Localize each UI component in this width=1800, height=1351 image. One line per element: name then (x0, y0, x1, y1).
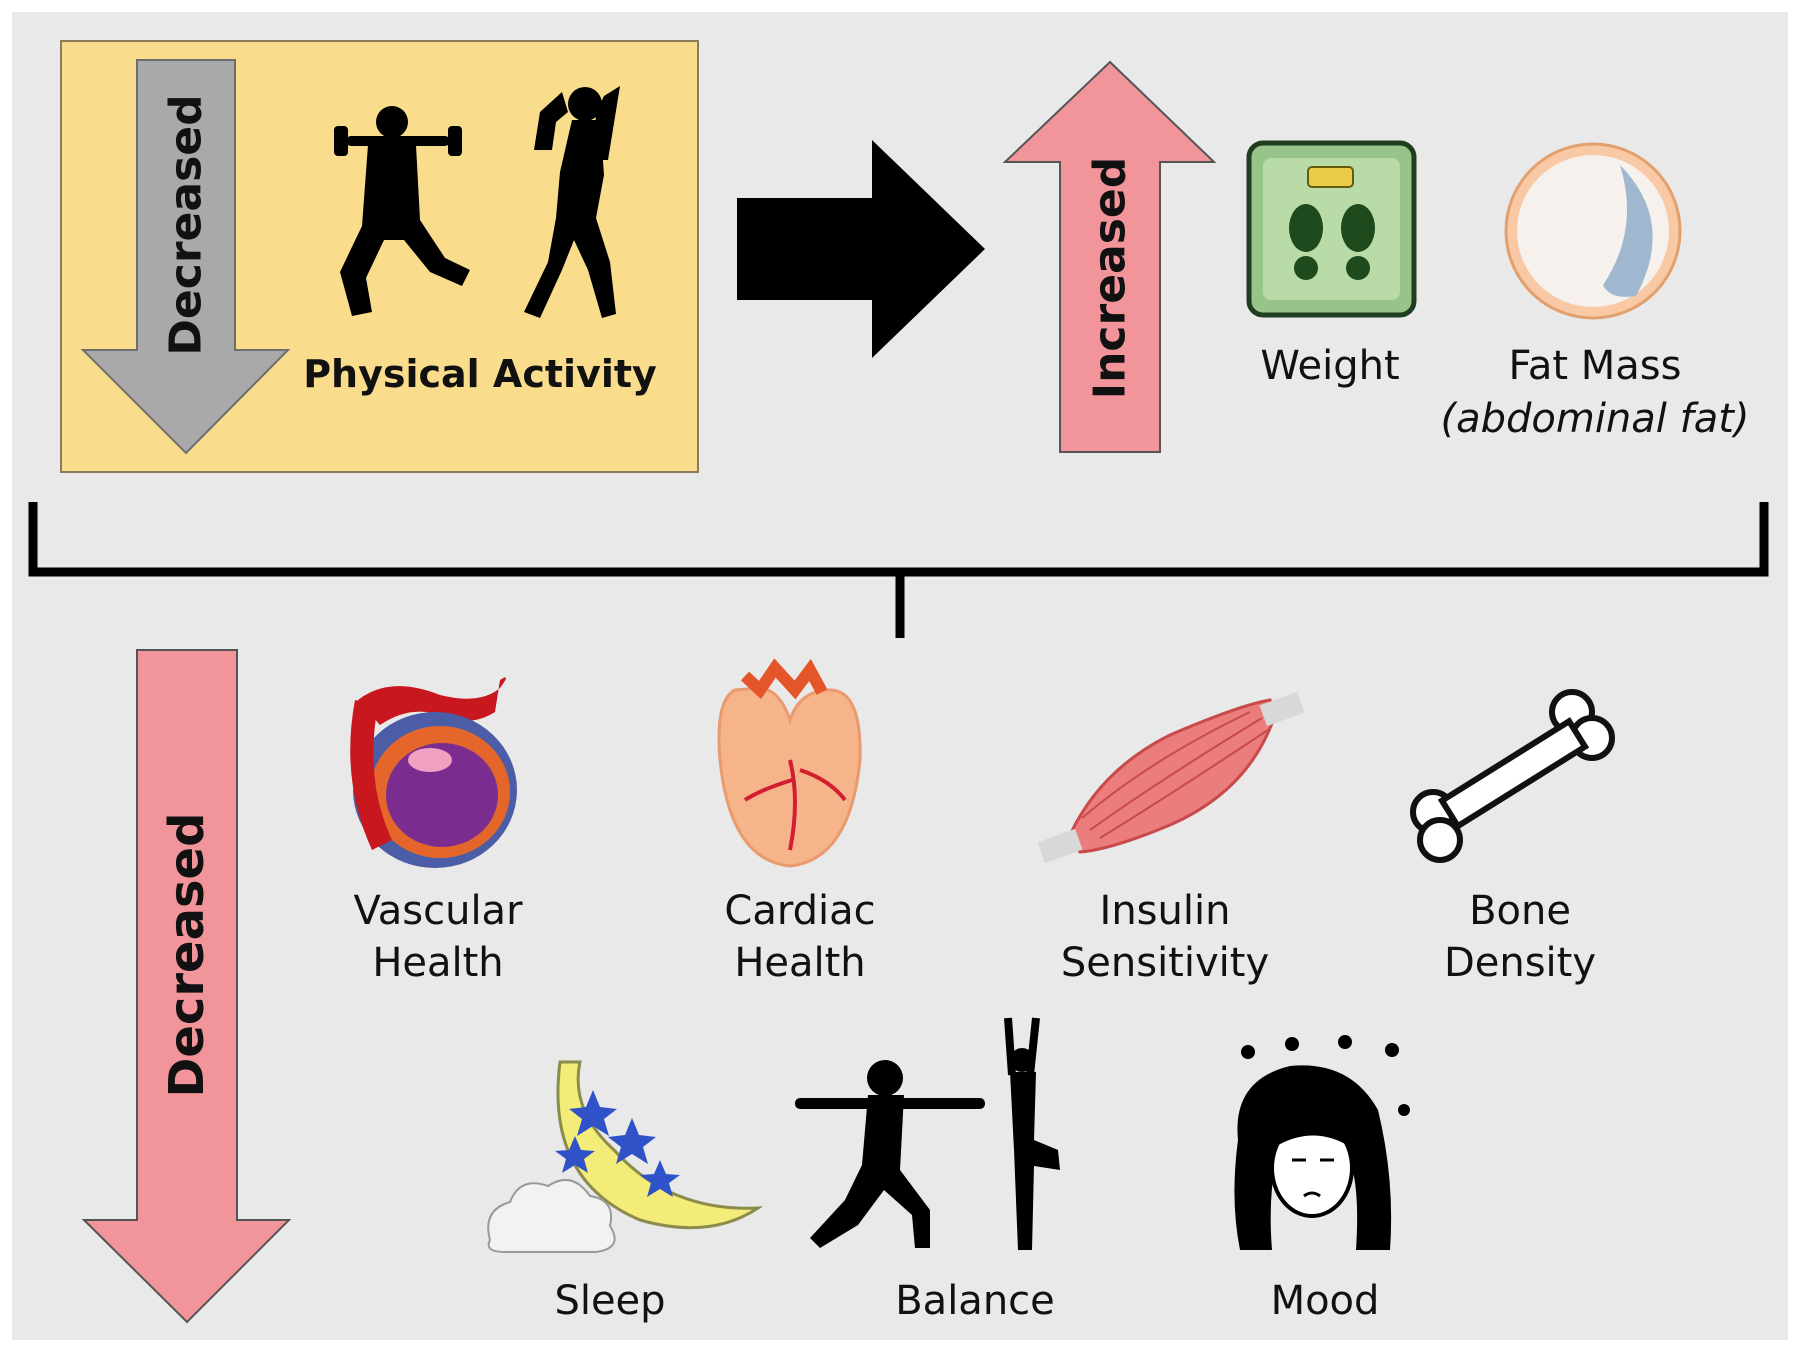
fat-mass-sublabel: (abdominal fat) (1440, 396, 1750, 442)
fat-mass-label: Fat Mass (1508, 343, 1682, 389)
top-left-arrow-label: Decreased (160, 94, 212, 356)
yoga-icon (795, 1017, 1060, 1250)
bone-icon (1410, 689, 1615, 863)
balance-label: Balance (895, 1278, 1055, 1324)
vascular-health-label-2: Health (372, 940, 504, 986)
artery-icon (350, 677, 517, 868)
cause-effect-arrow (737, 140, 985, 358)
insulin-sensitivity-label-1: Insulin (1099, 888, 1231, 934)
increased-pink-arrow (1002, 60, 1217, 453)
heart-icon (717, 658, 862, 868)
stressed-person-icon (1234, 1035, 1410, 1250)
insulin-sensitivity-label-2: Sensitivity (1060, 940, 1270, 986)
mood-label: Mood (1270, 1278, 1380, 1324)
cardiac-health-label-2: Health (734, 940, 866, 986)
cardiac-health-label-1: Cardiac (724, 888, 876, 934)
decreased-gray-arrow (80, 59, 291, 455)
exercise-people-icon (334, 86, 620, 318)
sleep-label: Sleep (554, 1278, 666, 1324)
bone-density-label-1: Bone (1469, 888, 1571, 934)
decreased-pink-arrow (81, 649, 292, 1324)
vascular-health-label-1: Vascular (353, 888, 523, 934)
muscle-icon (1037, 691, 1305, 864)
fat-cell-icon (1504, 142, 1682, 320)
moon-icon (487, 1060, 764, 1253)
scale-icon (1246, 140, 1417, 318)
physical-activity-caption: Physical Activity (303, 352, 657, 396)
weight-label: Weight (1260, 343, 1400, 389)
bone-density-label-2: Density (1443, 940, 1597, 986)
bottom-arrow-label: Decreased (159, 812, 215, 1098)
top-right-arrow-label: Increased (1084, 156, 1136, 400)
